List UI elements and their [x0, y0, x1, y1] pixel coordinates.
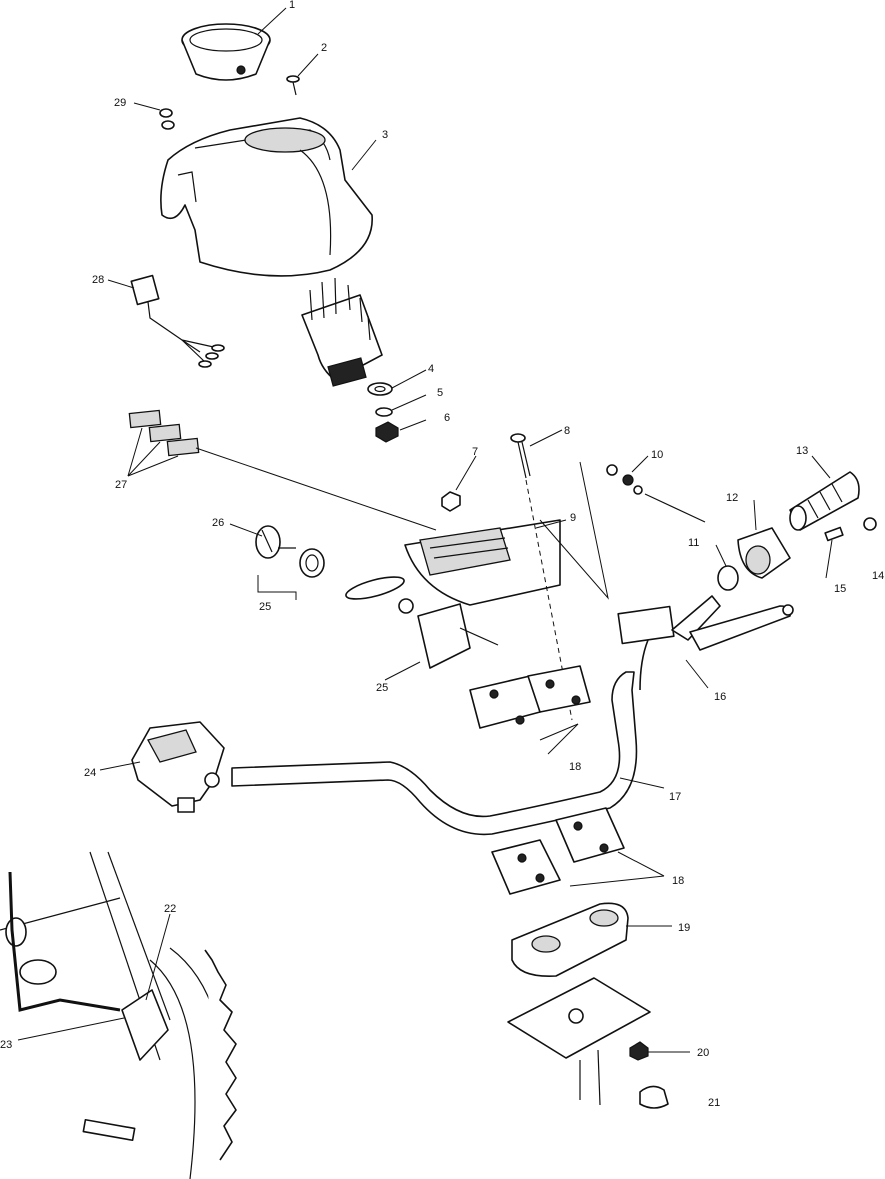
callout-1: 1 — [289, 0, 295, 11]
callout-18-lower: 18 — [672, 875, 684, 887]
callout-22: 22 — [164, 903, 176, 915]
part-13-grip — [789, 471, 860, 531]
axis-line-8 — [525, 479, 573, 721]
callout-20: 20 — [697, 1047, 709, 1059]
part-10-screw-assembly — [606, 464, 706, 523]
part-6-nut — [375, 421, 399, 443]
callout-27: 27 — [115, 479, 127, 491]
callout-8: 8 — [564, 425, 570, 437]
part-25-kill-switch — [398, 598, 499, 669]
wheel-assembly — [0, 851, 237, 1179]
callout-3: 3 — [382, 129, 388, 141]
callout-11: 11 — [688, 537, 699, 549]
part-9-mount-plate — [345, 519, 561, 606]
ignition-switch — [301, 277, 383, 387]
callout-7: 7 — [472, 446, 478, 458]
part-25-bezel — [299, 548, 325, 578]
callout-28: 28 — [92, 274, 104, 286]
part-2-screw — [286, 75, 300, 96]
callout-15: 15 — [834, 583, 846, 595]
part-29-nut — [159, 108, 175, 130]
part-4-washer — [367, 382, 393, 396]
part-7-nut — [441, 491, 461, 512]
part-19-riser — [511, 902, 629, 977]
callout-13: 13 — [796, 445, 808, 457]
callout-25-upper: 25 — [259, 601, 271, 613]
part-27-covers — [128, 409, 200, 457]
callout-23: 23 — [0, 1039, 12, 1051]
callout-12: 12 — [726, 492, 738, 504]
part-15-screw — [824, 526, 844, 542]
part-21-cap — [639, 1085, 669, 1109]
callout-4: 4 — [428, 363, 434, 375]
callout-21: 21 — [708, 1097, 720, 1109]
callout-labels: 1 2 3 4 5 6 7 8 9 10 11 12 13 14 15 16 1… — [0, 0, 884, 1109]
callout-19: 19 — [678, 922, 690, 934]
callout-26: 26 — [212, 517, 224, 529]
part-20-nut — [629, 1041, 649, 1061]
callout-14: 14 — [872, 570, 884, 582]
callout-25-lower: 25 — [376, 682, 388, 694]
callout-17: 17 — [669, 791, 681, 803]
part-3-pod-cover — [160, 117, 373, 277]
assembly-bracket — [539, 461, 609, 600]
part-17-handlebar — [231, 671, 638, 836]
bracket-25 — [257, 575, 297, 600]
callout-29: 29 — [114, 97, 126, 109]
part-12-throttle-housing — [737, 527, 791, 579]
part-18-lower-clamps — [491, 807, 625, 895]
leader-lines — [17, 7, 833, 1053]
callout-18-upper: 18 — [569, 761, 581, 773]
part-1-cup — [181, 23, 271, 81]
part-14-nut — [863, 517, 877, 531]
callout-5: 5 — [437, 387, 443, 399]
callout-16: 16 — [714, 691, 726, 703]
callout-2: 2 — [321, 42, 327, 54]
part-18-upper-clamps — [469, 665, 591, 729]
part-5-lockwasher — [375, 407, 393, 417]
mount-plate-lower — [507, 977, 651, 1106]
part-16-brake-master — [617, 595, 794, 691]
part-26-switch — [255, 525, 296, 559]
part-28-connector — [130, 274, 225, 368]
callout-6: 6 — [444, 412, 450, 424]
callout-9: 9 — [570, 512, 576, 524]
callout-24: 24 — [84, 767, 96, 779]
callout-10: 10 — [651, 449, 663, 461]
part-24-switch-housing — [131, 721, 225, 813]
part-8-bolt — [510, 433, 531, 479]
part-11-bushing — [717, 565, 739, 591]
